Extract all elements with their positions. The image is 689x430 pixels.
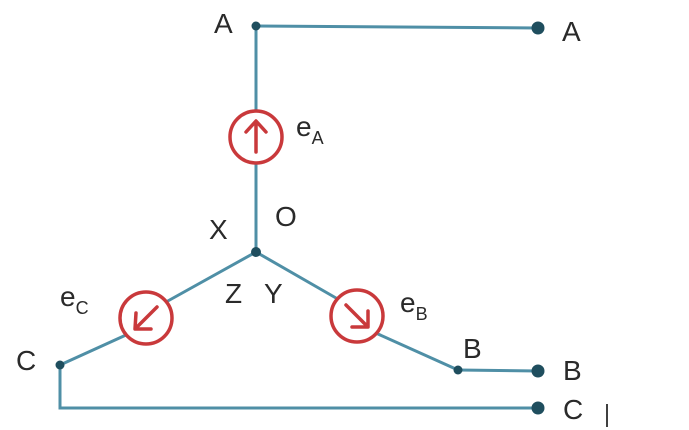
down-right-arrow-icon [344, 303, 370, 329]
label-ea: eA [296, 111, 324, 148]
down-left-arrow-icon [133, 305, 159, 331]
label-c-terminal: C [563, 394, 583, 425]
node-neutral [251, 247, 261, 257]
emf-labels: eA eC eB [60, 111, 428, 324]
source-ec [118, 290, 174, 346]
label-x: X [209, 214, 228, 245]
label-ea-letter: e [296, 111, 312, 142]
label-eb-subscript: B [416, 304, 428, 324]
wire-b-source-to-b-node [376, 332, 460, 372]
label-eb-letter: e [400, 287, 416, 318]
terminals [531, 21, 545, 415]
up-arrow-icon [244, 119, 268, 154]
wire-neutral-to-b-source [254, 250, 338, 300]
source-ea [228, 109, 284, 165]
node-c [55, 360, 65, 370]
label-a-terminal: A [562, 16, 581, 47]
wire-neutral-to-c-source [164, 250, 258, 304]
labels: A A X O Z Y C B B C [16, 8, 583, 425]
wire-b-to-terminal [456, 368, 540, 373]
label-b-node: B [463, 333, 482, 364]
label-eb: eB [400, 287, 428, 324]
wires [58, 24, 540, 410]
label-ec-subscript: C [76, 298, 89, 318]
label-b-terminal: B [563, 355, 582, 386]
label-ec-letter: e [60, 281, 76, 312]
label-o: O [275, 201, 297, 232]
terminal-a [531, 21, 545, 35]
label-a-top: A [214, 8, 233, 39]
terminal-b [531, 364, 545, 378]
node-a [251, 21, 261, 31]
terminal-c [531, 401, 545, 415]
label-y: Y [264, 278, 283, 309]
node-b [453, 365, 463, 375]
label-c-node: C [16, 345, 36, 376]
wire-a-top [254, 24, 540, 30]
label-z: Z [225, 278, 242, 309]
label-ec: eC [60, 281, 89, 318]
source-eb [329, 288, 385, 344]
junctions [55, 21, 463, 375]
label-ea-subscript: A [312, 128, 324, 148]
wire-c-source-to-c-node [58, 333, 128, 367]
wire-c-bottom [58, 363, 540, 410]
